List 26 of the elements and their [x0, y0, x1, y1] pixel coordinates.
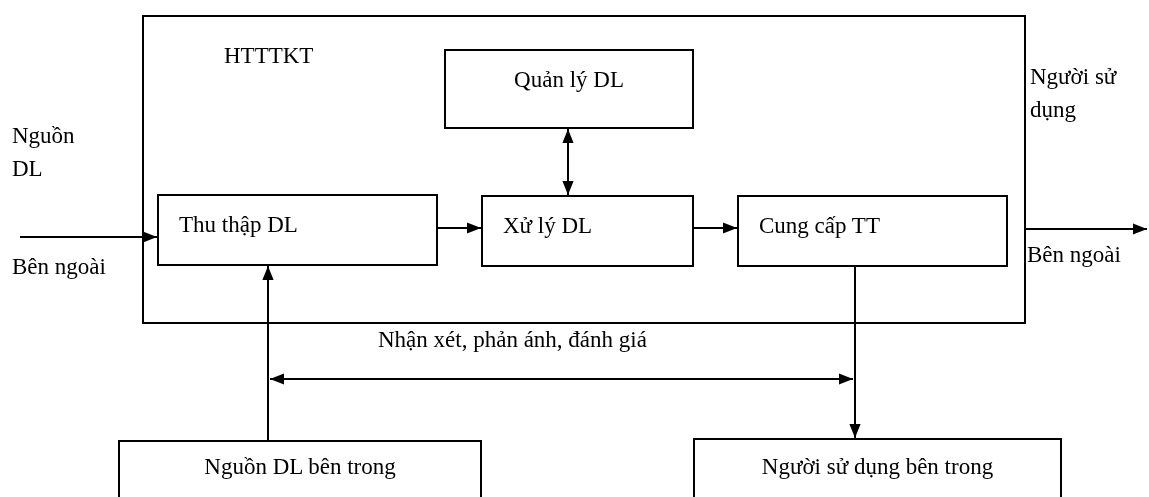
node-label: Xử lý DL	[503, 213, 593, 239]
node-label: Nguồn DL bên trong	[204, 454, 396, 480]
text-label: Bên ngoài	[12, 253, 107, 281]
process-box	[444, 49, 694, 129]
arrow	[262, 265, 274, 441]
node-label: HTTTKT	[224, 43, 314, 69]
arrow	[19, 231, 158, 243]
system-boundary-box	[142, 15, 1026, 324]
arrow	[437, 222, 482, 234]
arrow	[562, 128, 574, 196]
text-label: Người sử dụng	[1030, 63, 1118, 125]
arrow	[1025, 223, 1148, 235]
process-box	[481, 195, 694, 267]
text-label: Bên ngoài	[1027, 241, 1122, 269]
node-label: Thu thập DL	[179, 212, 298, 238]
node-label: Người sử dụng bên trong	[761, 454, 994, 480]
text-label: Nguồn DL	[12, 122, 76, 184]
arrow	[693, 222, 738, 234]
text-label: Nhận xét, phản ánh, đánh giá	[378, 326, 648, 354]
user-box	[693, 438, 1062, 497]
arrow	[849, 266, 861, 439]
process-box	[157, 194, 438, 266]
process-box	[737, 195, 1008, 267]
source-box	[118, 440, 482, 497]
node-label: Quản lý DL	[514, 67, 624, 93]
node-label: Cung cấp TT	[759, 213, 880, 239]
